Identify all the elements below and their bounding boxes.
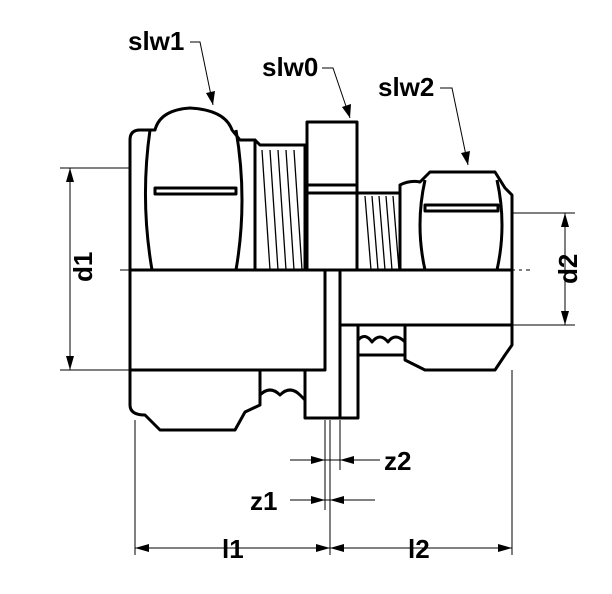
arrowheads [66, 91, 569, 552]
label-l2: l2 [408, 534, 430, 564]
center-flange [303, 120, 360, 420]
dimension-lines [60, 41, 575, 555]
label-z2: z2 [384, 446, 411, 476]
body-bore [128, 268, 327, 372]
right-pipe [338, 268, 514, 327]
label-slw0: slw0 [262, 52, 318, 82]
right-nut [398, 170, 514, 372]
label-slw1: slw1 [128, 26, 184, 56]
label-d2: d2 [553, 254, 583, 284]
label-z1: z1 [250, 486, 277, 516]
label-slw2: slw2 [378, 72, 434, 102]
label-l1: l1 [222, 534, 244, 564]
right-thread [355, 191, 407, 357]
label-d1: d1 [68, 252, 98, 282]
left-nut [128, 106, 262, 432]
left-thread [253, 138, 307, 402]
